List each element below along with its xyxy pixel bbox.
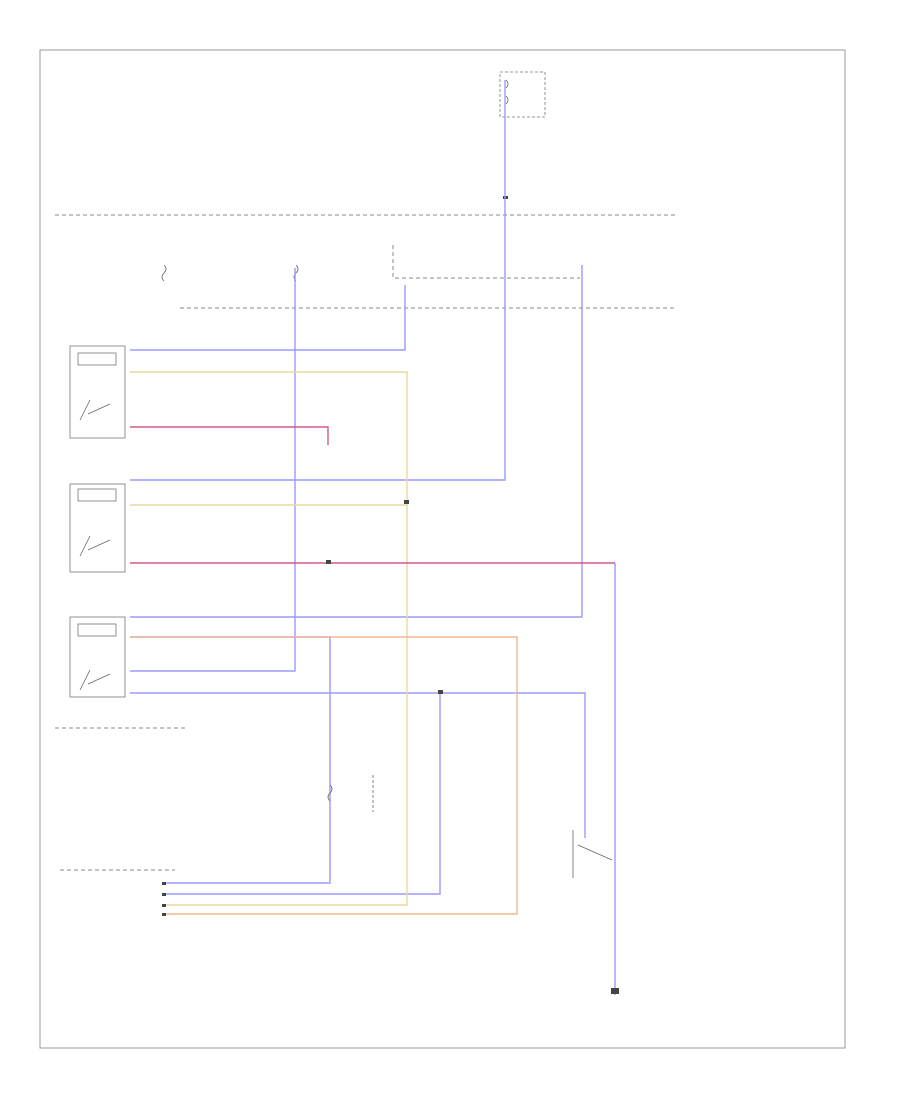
ecu-connector [162, 882, 166, 916]
signal-yellow-wires [130, 371, 408, 906]
ecu-pin-4 [162, 913, 166, 916]
wire-ecu-line3 [165, 693, 441, 895]
ecu-pin-1 [162, 882, 166, 885]
wire-switch3-feed [130, 265, 583, 618]
wire-orange [130, 636, 518, 915]
ecu-pin-2 [162, 893, 166, 896]
fuse-bottom-icon [327, 784, 333, 802]
switch-3-indicator [77, 623, 117, 637]
wire-ecu-signal [130, 692, 586, 838]
fuse-box-top [499, 71, 546, 118]
switch-1-indicator [77, 352, 117, 366]
switch-2-indicator [77, 488, 117, 502]
fuse-top-icon [505, 79, 509, 105]
wire-red-1 [130, 426, 329, 445]
wire-fuse-mid-down [130, 268, 296, 672]
ecu-pin-3 [162, 904, 166, 907]
connector-dot-3 [438, 690, 443, 694]
connector-dot-2 [326, 560, 331, 564]
ground-icon [611, 988, 619, 994]
wire-sense-loop [130, 636, 331, 884]
wire-yellow-1 [130, 371, 408, 906]
switch-2-contact-icon [79, 535, 111, 557]
switch-3-contact-icon [79, 669, 111, 691]
switch-3 [69, 616, 126, 698]
switch-1-contact-icon [79, 399, 111, 421]
signal-red-wires [130, 426, 615, 564]
relay-contact-icon [572, 830, 613, 878]
power-wires [130, 80, 616, 995]
switch-1 [69, 345, 126, 439]
wire-main-feed [130, 80, 506, 481]
switch-2 [69, 483, 126, 573]
connector-dot-1 [404, 500, 409, 504]
junction-block-outline [392, 245, 580, 279]
wire-switch1-feed [130, 285, 406, 351]
right-relay [572, 830, 613, 878]
diagram-frame [39, 49, 846, 1049]
fuse-left-icon [161, 264, 167, 282]
